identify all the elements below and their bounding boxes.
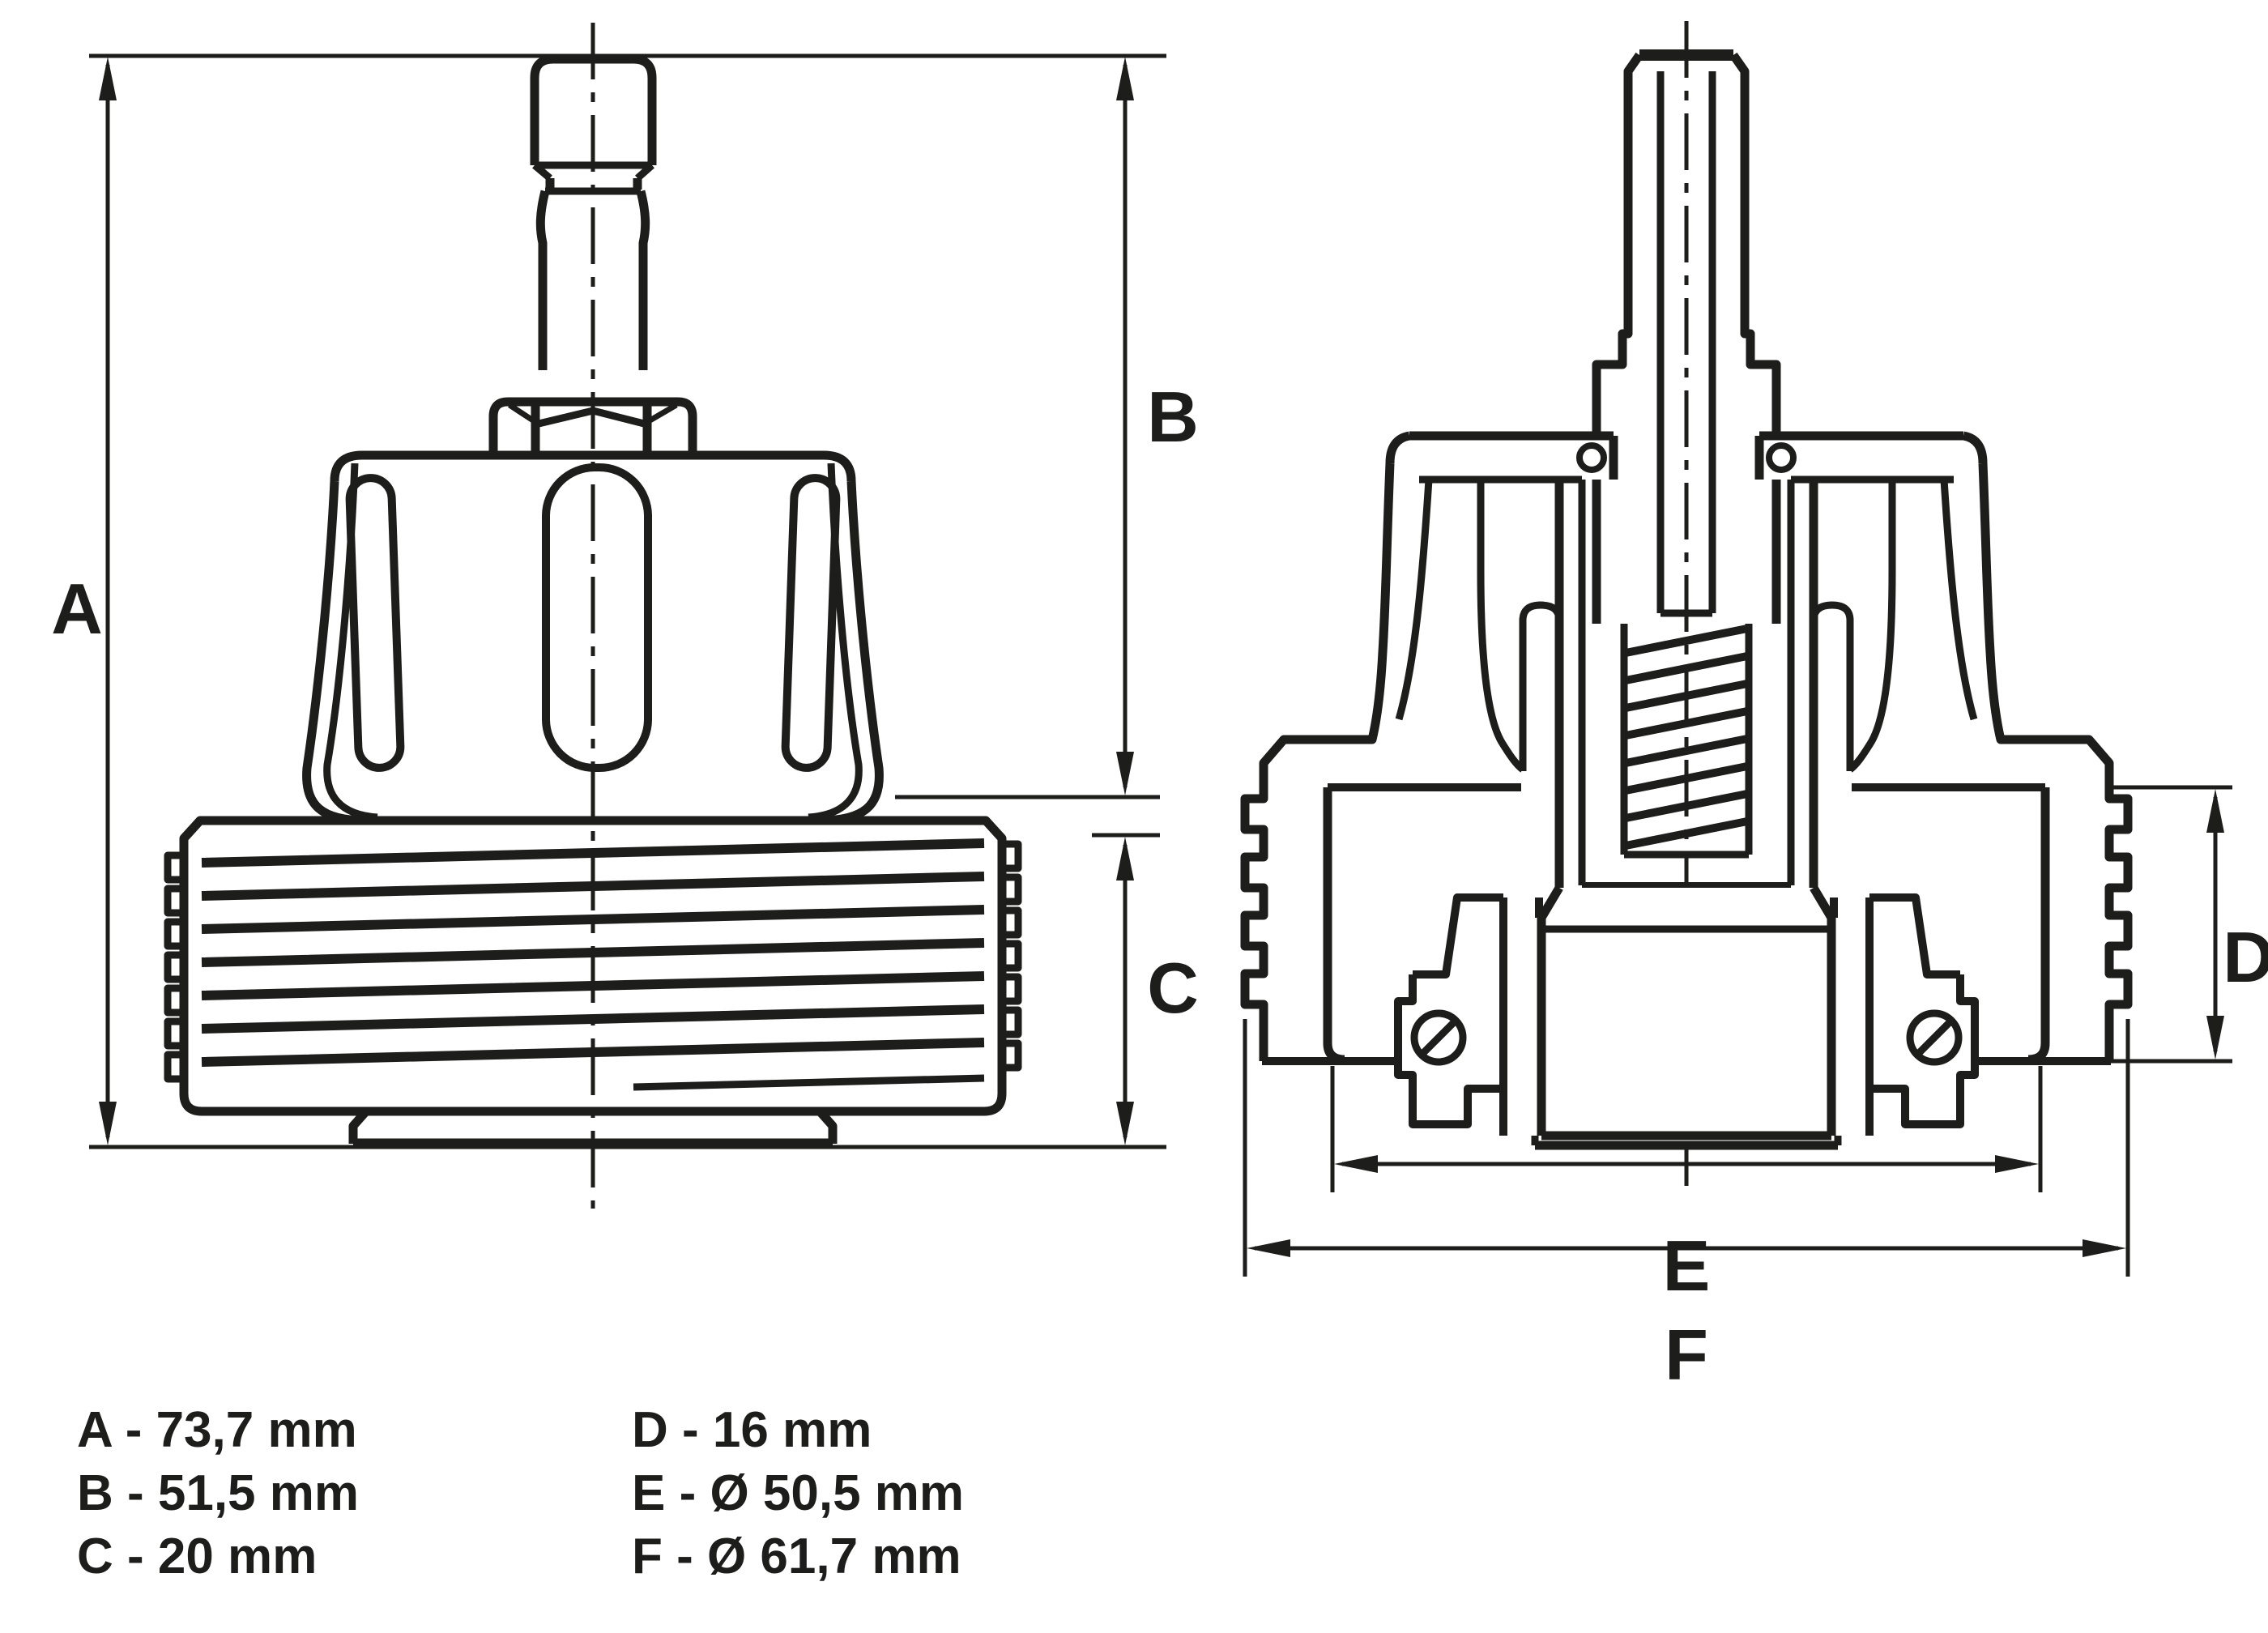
screw-left-icon — [1410, 1009, 1467, 1066]
seal-carrier-bottom — [1535, 1131, 1838, 1150]
legend-entry-e: E - Ø 50,5 mm — [632, 1465, 964, 1521]
legend-entry-d: D - 16 mm — [632, 1402, 872, 1458]
coupler-nipple — [530, 54, 657, 370]
knob-top — [330, 450, 856, 482]
arrow-up-icon — [1116, 57, 1134, 100]
thread-block-outline — [179, 816, 1007, 1116]
wing-left-profile-serrated — [1240, 463, 1395, 1061]
nut-outline — [488, 397, 697, 454]
thread-runout — [633, 1074, 985, 1091]
section-view: D E F — [1240, 21, 2268, 1395]
dim-label-e: E — [1663, 1226, 1711, 1306]
nut-chamfer-v — [534, 407, 649, 429]
arrow-down-icon — [1116, 752, 1134, 795]
seal-strips — [1499, 898, 1874, 1089]
wing-top-corners — [1385, 431, 1988, 464]
side-view: A B C — [51, 23, 1199, 1209]
hub-prong-left — [1519, 601, 1563, 771]
legend-entry-c: C - 20 mm — [77, 1529, 317, 1584]
arrow-up-icon — [2206, 789, 2224, 833]
arrow-down-icon — [2206, 1016, 2224, 1060]
hub-prong-right — [1810, 601, 1854, 771]
vent-hole-right-icon — [1766, 442, 1797, 473]
wing-channel-left — [1477, 480, 1525, 773]
dim-label-d: D — [2223, 917, 2268, 997]
nut-face-edges — [531, 403, 652, 454]
stem-bore — [1656, 71, 1716, 617]
dim-label-a: A — [51, 569, 103, 649]
wing-echo-curves — [1395, 479, 1978, 721]
tube-inner-walls — [1578, 480, 1795, 885]
spring-pocket-walls — [1620, 624, 1753, 859]
section-wings — [1240, 431, 2133, 1061]
screw-left-slot — [1418, 1017, 1460, 1059]
arrow-down-icon — [1116, 1102, 1134, 1145]
seal-assembly — [1394, 885, 1979, 1150]
dimension-d: D — [2111, 785, 2268, 1064]
threaded-collar — [164, 816, 1022, 1146]
arrow-right-icon — [1995, 1155, 2039, 1173]
arrow-down-icon — [99, 1102, 117, 1145]
dimension-c: C — [1116, 837, 1199, 1145]
dimension-f: F — [1243, 1019, 2130, 1395]
seal-carrier-sides — [1537, 885, 1836, 1136]
nut-corner-arcs — [508, 402, 678, 425]
dim-label-b: B — [1147, 377, 1199, 457]
dim-d-extensions — [2111, 785, 2232, 1064]
dimension-b: B — [1116, 57, 1199, 795]
legend-entry-f: F - Ø 61,7 mm — [632, 1529, 961, 1584]
seal-bracket-left — [1394, 974, 1507, 1136]
thread-lines — [201, 838, 985, 1067]
wing-hole-edges — [1609, 436, 1764, 480]
nipple-cap-outline — [530, 54, 657, 165]
arrow-left-icon — [1247, 1239, 1290, 1257]
screw-right-icon — [1906, 1009, 1963, 1066]
section-stem — [1554, 49, 1818, 889]
arrow-left-icon — [1334, 1155, 1378, 1173]
arrow-right-icon — [2083, 1239, 2126, 1257]
knob-right-profile — [819, 480, 884, 825]
legend-entry-a: A - 73,7 mm — [77, 1402, 357, 1458]
seal-carrier-lip — [1531, 1136, 1842, 1145]
bottom-flange-sides — [348, 1108, 838, 1144]
knob-center-flute — [542, 463, 652, 772]
thread-teeth-right — [1002, 840, 1022, 1072]
seal-wedges — [1413, 893, 1960, 979]
dim-f-extensions — [1243, 1019, 2130, 1277]
dim-label-f: F — [1665, 1315, 1708, 1395]
nipple-stem-left — [535, 190, 550, 370]
thread-teeth-left — [164, 851, 184, 1083]
stem-right-wall — [1729, 52, 1781, 624]
dimension-a: A — [51, 57, 117, 1145]
dim-e-extensions — [1330, 1066, 2043, 1192]
arrow-up-icon — [1116, 837, 1134, 880]
tube-outer-walls — [1554, 480, 1818, 888]
seal-bracket-right — [1865, 974, 1979, 1136]
nipple-stem-right — [636, 190, 650, 370]
grip-knob — [302, 450, 884, 825]
knob-right-flute — [781, 474, 841, 772]
knob-left-profile — [302, 480, 367, 825]
screw-right-slot — [1913, 1017, 1955, 1059]
stem-left-wall — [1592, 52, 1643, 624]
arrow-up-icon — [99, 57, 117, 100]
legend: A - 73,7 mm B - 51,5 mm C - 20 mm D - 16… — [77, 1402, 964, 1584]
legend-entry-b: B - 51,5 mm — [77, 1465, 359, 1521]
wing-right-profile-serrated — [1978, 463, 2133, 1061]
hex-nut — [488, 397, 697, 454]
thread-insert-hatch — [1625, 625, 1748, 850]
vent-hole-left-icon — [1576, 442, 1607, 473]
dim-label-c: C — [1147, 948, 1199, 1028]
knob-left-flute — [345, 474, 405, 772]
dimension-e: E — [1330, 1066, 2043, 1306]
wing-channel-right — [1848, 480, 1896, 773]
nipple-chamfers — [532, 162, 654, 181]
